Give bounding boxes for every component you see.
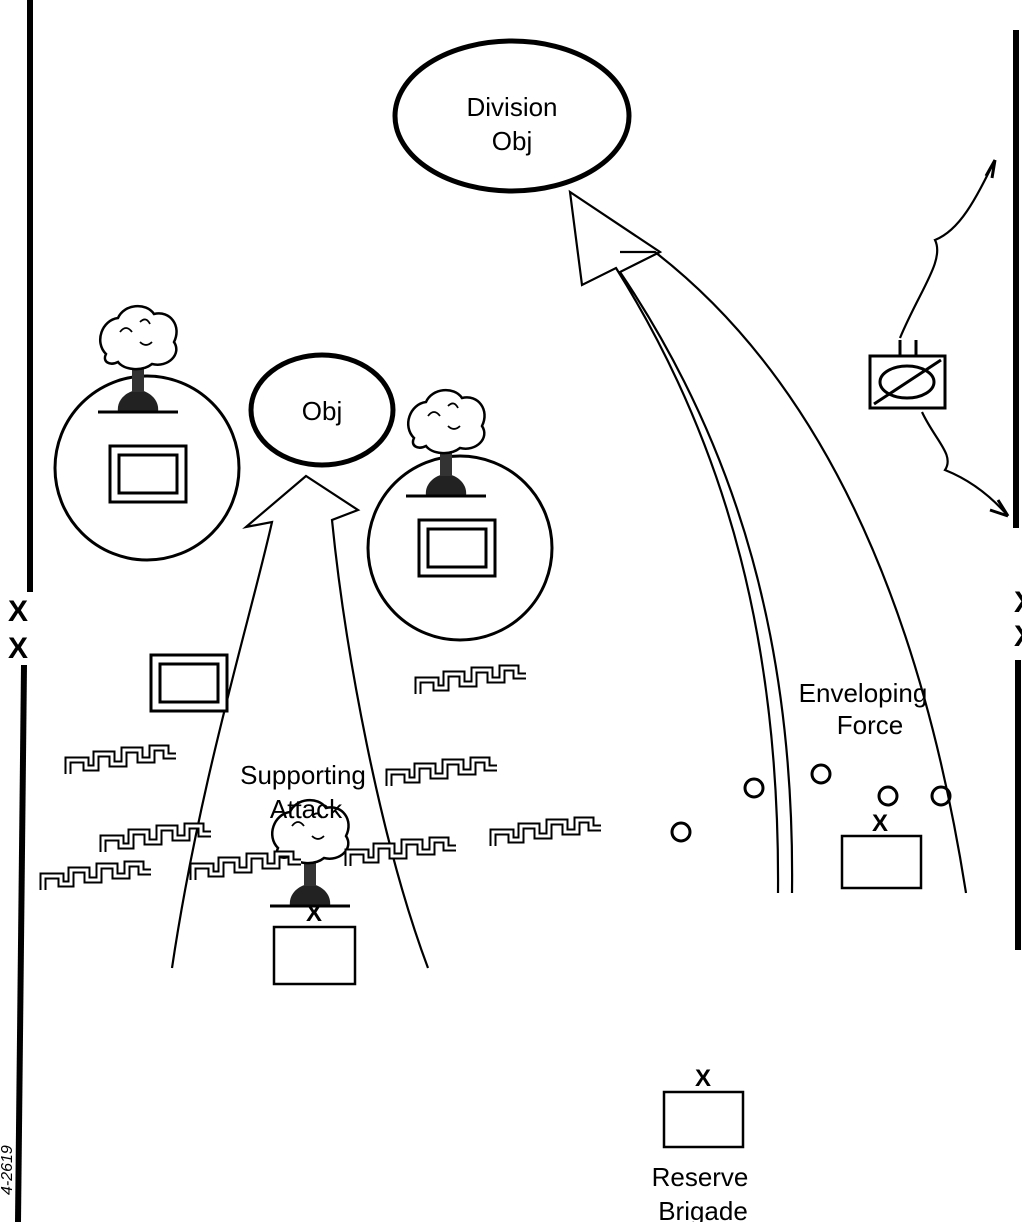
reserve-brigade (662, 1090, 745, 1149)
enveloping-force-label-1: Enveloping (799, 678, 928, 708)
enveloping-force-label-2: Force (837, 710, 903, 740)
unit-symbol: X (306, 900, 322, 927)
wire-obstacle-icon (68, 748, 176, 774)
enveloping-force-arrow-outer (620, 250, 968, 894)
supporting-attack-brigade (272, 925, 357, 986)
mushroom-cloud-icon (96, 304, 180, 414)
enveloping-force-arrow-inner (568, 189, 794, 894)
enemy-unit-icon (149, 653, 229, 713)
division-objective (392, 38, 632, 194)
nuclear-target-right (366, 454, 554, 642)
left-boundary-symbol-bottom: X (8, 632, 28, 665)
wire-obstacle-icon (389, 760, 497, 786)
left-boundary (15, 0, 33, 1222)
figure-number: 4-2619 (0, 1145, 16, 1195)
objective-label: Obj (302, 396, 342, 426)
mushroom-cloud-icon (404, 388, 488, 498)
wire-obstacle-icon (348, 840, 456, 866)
division-objective-label-2: Obj (492, 126, 532, 156)
division-objective-label-1: Division (466, 92, 557, 122)
unit-symbol: X (695, 1065, 711, 1092)
supporting-attack-label-2: Attack (270, 794, 343, 824)
supporting-attack-label-1: Supporting (240, 760, 366, 790)
lightning-arrow-down (921, 411, 1009, 517)
marker-circles (670, 763, 952, 843)
reserve-brigade-label-1: Reserve (652, 1162, 749, 1192)
enemy-unit-icon (108, 444, 188, 504)
lightning-arrow-up (898, 159, 996, 339)
enemy-unit-icon (417, 518, 497, 578)
objective (248, 352, 396, 468)
supporting-attack-arrow (170, 474, 430, 969)
wire-obstacle-icon (493, 820, 601, 846)
right-boundary-symbol-bottom: X (1014, 620, 1022, 653)
reserve-brigade-label-2: Brigade (658, 1196, 748, 1222)
right-boundary-symbol-top: X (1014, 586, 1022, 619)
wire-obstacle-icon (418, 668, 526, 694)
enveloping-force-brigade (840, 834, 923, 890)
right-boundary (1013, 30, 1021, 950)
left-boundary-symbol-top: X (8, 595, 28, 628)
armored-unit-icon (868, 340, 947, 410)
wire-obstacle-icon (43, 864, 151, 890)
nuclear-target-left (53, 374, 241, 562)
unit-symbol: X (872, 810, 888, 837)
